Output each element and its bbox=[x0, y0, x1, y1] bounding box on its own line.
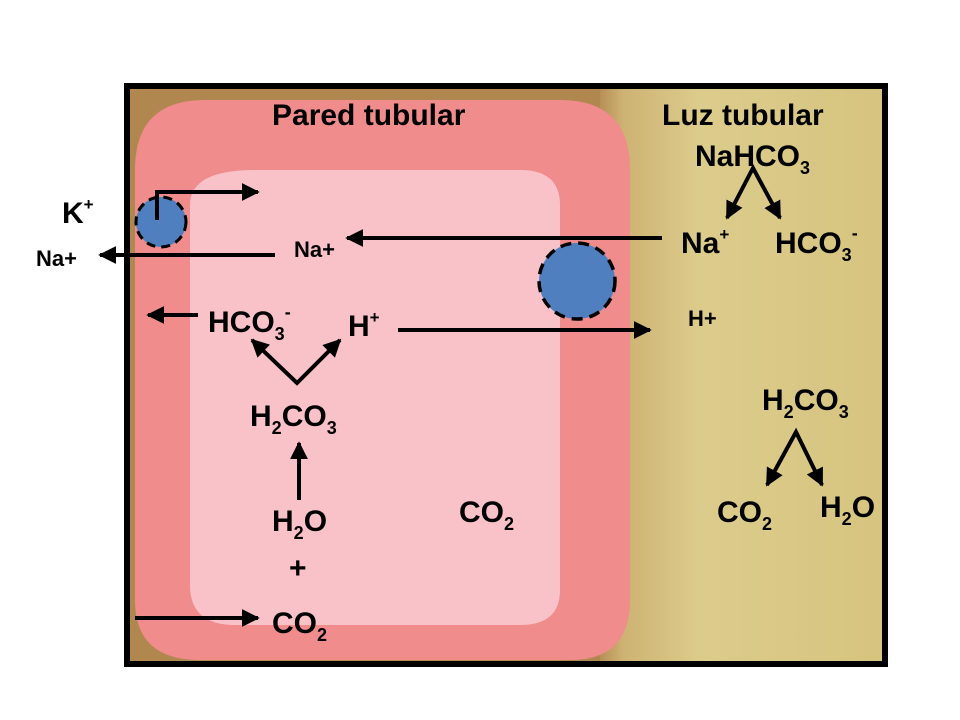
na-cell-label: Na+ bbox=[294, 237, 335, 262]
lumen-title: Luz tubular bbox=[662, 99, 824, 132]
na-h-exchanger-transporter bbox=[537, 241, 617, 321]
na-k-pump-transporter bbox=[134, 195, 188, 249]
nahco3-label: NaHCO3 bbox=[695, 140, 810, 178]
water-lumen-label: H2O bbox=[820, 491, 875, 529]
diagram-frame bbox=[124, 83, 888, 667]
plus-sign: + bbox=[289, 552, 307, 585]
carbonic-acid-lumen-label: H2CO3 bbox=[762, 384, 849, 422]
lumen-background bbox=[600, 86, 885, 664]
h-cell-label: H+ bbox=[348, 308, 380, 343]
cell-title: Pared tubular bbox=[272, 99, 466, 132]
cell-cytoplasm bbox=[190, 170, 560, 625]
water-cell-label: H2O bbox=[272, 505, 327, 543]
na-lumen-label: Na+ bbox=[681, 225, 729, 260]
h-lumen-label: H+ bbox=[688, 306, 717, 331]
k-entry-arrow bbox=[155, 183, 260, 220]
co2-lumen-label: CO2 bbox=[717, 496, 772, 534]
carbonic-acid-split-cell-arrow bbox=[250, 338, 342, 386]
carbonic-acid-split-lumen-arrow bbox=[765, 427, 824, 487]
k-ion-label: K+ bbox=[62, 195, 94, 230]
nahco3-split-arrow bbox=[725, 163, 782, 220]
co2-entry-label: CO2 bbox=[272, 607, 327, 645]
na-outside-label: Na+ bbox=[36, 246, 77, 271]
hco3-cell-label: HCO3- bbox=[208, 302, 291, 344]
hco3-lumen-label: HCO3- bbox=[775, 223, 858, 265]
carbonic-acid-cell-label: H2CO3 bbox=[250, 400, 337, 438]
co2-cell-label: CO2 bbox=[459, 496, 514, 534]
